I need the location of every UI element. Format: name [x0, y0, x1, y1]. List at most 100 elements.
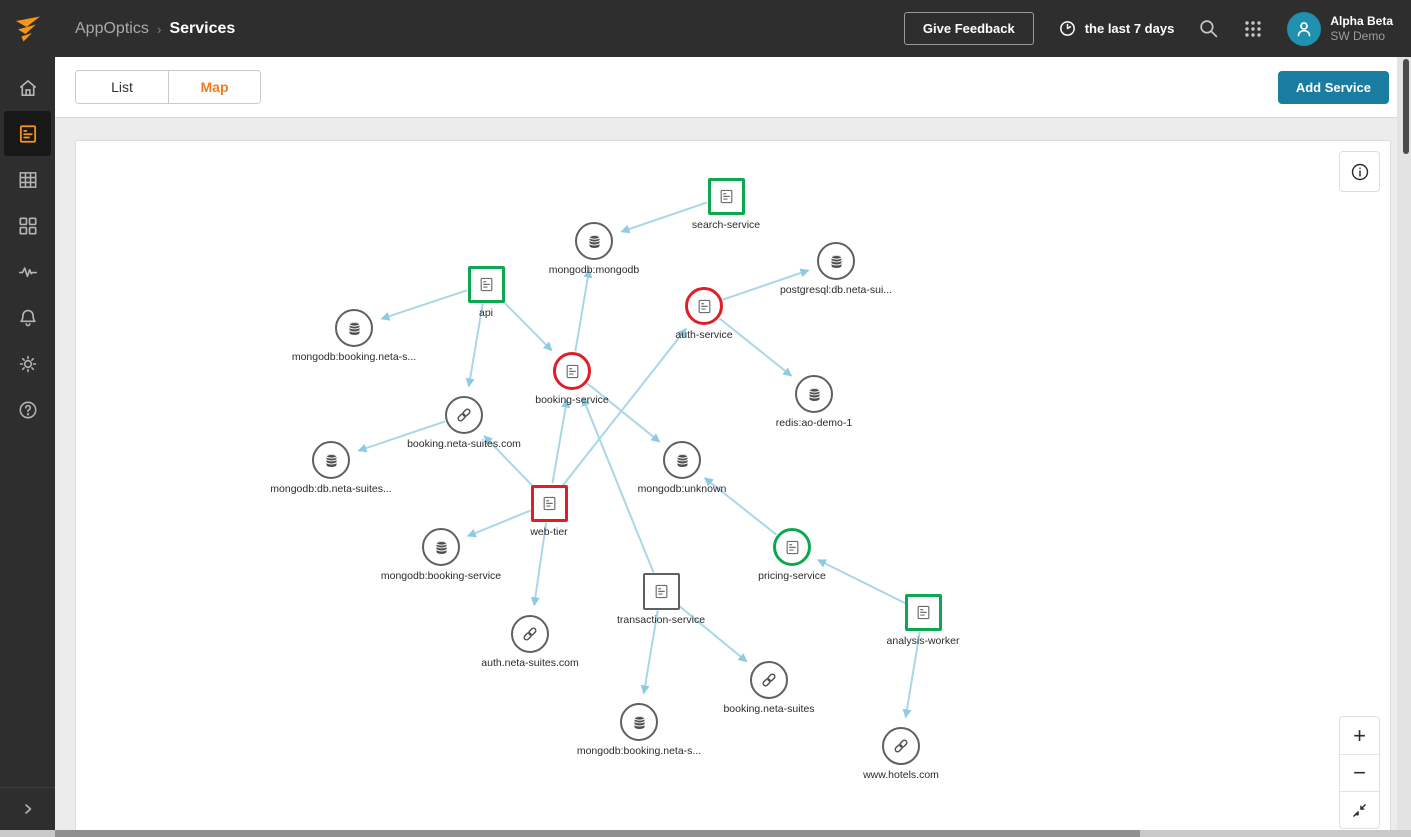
- nav-dashboards-icon[interactable]: [4, 203, 51, 248]
- map-node-label: mongodb:mongodb: [548, 264, 640, 276]
- map-node-label: www.hotels.com: [863, 769, 939, 781]
- map-edge-analysis-worker-to-www-hotels-com: [902, 631, 921, 719]
- map-node-web-tier[interactable]: [530, 484, 568, 522]
- horizontal-scrollbar[interactable]: [0, 830, 1411, 837]
- app-grid-icon[interactable]: [1243, 19, 1263, 39]
- view-toolbar: List Map Add Service: [55, 57, 1411, 118]
- map-edge-api-to-mongodb-booking-neta: [380, 289, 468, 321]
- service-icon: [653, 583, 670, 600]
- map-edge-transaction-service-to-booking-neta-suites: [675, 602, 748, 663]
- map-edge-web-tier-to-mongodb-booking-service: [466, 509, 531, 538]
- tab-list[interactable]: List: [76, 71, 168, 103]
- user-org: SW Demo: [1330, 28, 1385, 43]
- map-node-label: booking-service: [535, 394, 609, 406]
- breadcrumb-brand[interactable]: AppOptics: [75, 19, 149, 37]
- map-node-label: mongodb:booking-service: [380, 570, 502, 582]
- map-node-auth-service[interactable]: [685, 287, 723, 325]
- service-icon: [564, 363, 581, 380]
- link-icon: [760, 671, 778, 689]
- map-node-label: mongodb:booking.neta-s...: [576, 745, 702, 757]
- service-map-canvas[interactable]: search-service mongodb:mongodb postgresq…: [76, 141, 1390, 836]
- map-node-label: auth-service: [675, 329, 733, 341]
- database-icon: [631, 714, 648, 731]
- map-node-label: booking.neta-suites.com: [407, 438, 521, 450]
- nav-alerts-bell-icon[interactable]: [4, 295, 51, 340]
- map-node-search-service[interactable]: [707, 177, 745, 215]
- map-edge-api-to-booking-neta-suites-com: [465, 303, 484, 388]
- map-info-button[interactable]: [1339, 151, 1380, 192]
- service-icon: [541, 495, 558, 512]
- map-node-label: transaction-service: [616, 613, 706, 626]
- map-edge-analysis-worker-to-pricing-service: [817, 558, 906, 605]
- map-node-api[interactable]: [467, 265, 505, 303]
- zoom-out-button[interactable]: −: [1340, 754, 1379, 791]
- nav-help-icon[interactable]: [4, 387, 51, 432]
- map-node-postgresql-db[interactable]: [817, 242, 855, 280]
- map-node-mongodb-booking-service[interactable]: [422, 528, 460, 566]
- give-feedback-button[interactable]: Give Feedback: [903, 12, 1034, 45]
- map-node-mongodb-booking-neta-2[interactable]: [620, 703, 658, 741]
- nav-metrics-icon[interactable]: [4, 249, 51, 294]
- map-node-label: mongodb:db.neta-suites...: [270, 483, 392, 495]
- map-node-mongodb-unknown[interactable]: [663, 441, 701, 479]
- solarwinds-logo[interactable]: [0, 14, 55, 44]
- user-avatar-icon: [1287, 11, 1322, 46]
- collapse-fit-button[interactable]: [1340, 791, 1379, 828]
- map-node-label: analysis-worker: [886, 634, 960, 647]
- map-node-auth-neta-suites-com[interactable]: [511, 615, 549, 653]
- view-switcher: List Map: [75, 70, 261, 104]
- map-edge-transaction-service-to-booking-service: [581, 396, 655, 573]
- map-node-label: postgresql:db.neta-sui...: [779, 284, 893, 296]
- clock-icon: [1058, 19, 1077, 38]
- map-edge-web-tier-to-booking-service: [551, 398, 571, 484]
- time-range-picker[interactable]: the last 7 days: [1058, 19, 1175, 38]
- map-node-label: api: [478, 306, 494, 319]
- map-node-pricing-service[interactable]: [773, 528, 811, 566]
- database-icon: [586, 233, 603, 250]
- map-node-analysis-worker[interactable]: [904, 593, 942, 631]
- database-icon: [674, 452, 691, 469]
- map-node-mongodb-db-neta-suites[interactable]: [312, 441, 350, 479]
- service-icon: [718, 188, 735, 205]
- vertical-scrollbar[interactable]: [1397, 57, 1411, 830]
- service-map-card: search-service mongodb:mongodb postgresq…: [75, 140, 1391, 837]
- time-range-label: the last 7 days: [1084, 21, 1175, 36]
- map-edge-web-tier-to-auth-service: [560, 328, 687, 488]
- nav-hosts-icon[interactable]: [4, 157, 51, 202]
- nav-home-icon[interactable]: [4, 65, 51, 110]
- map-edge-auth-service-to-postgresql-db: [722, 268, 810, 301]
- map-node-booking-service[interactable]: [553, 352, 591, 390]
- zoom-in-button[interactable]: +: [1340, 717, 1379, 754]
- map-node-label: mongodb:unknown: [637, 483, 727, 495]
- database-icon: [323, 452, 340, 469]
- map-edge-api-to-booking-service: [499, 297, 553, 352]
- top-header: AppOptics › Services Give Feedback the l…: [0, 0, 1411, 57]
- link-icon: [455, 406, 473, 424]
- map-zoom-controls: + −: [1339, 716, 1380, 829]
- sidebar-expand-chevron-icon[interactable]: [0, 787, 55, 829]
- map-node-transaction-service[interactable]: [642, 572, 680, 610]
- map-node-redis-ao-demo-1[interactable]: [795, 375, 833, 413]
- map-node-label: search-service: [691, 218, 761, 231]
- tab-map[interactable]: Map: [168, 71, 260, 103]
- map-node-booking-neta-suites-com[interactable]: [445, 396, 483, 434]
- map-node-mongodb-mongodb[interactable]: [575, 222, 613, 260]
- map-edge-pricing-service-to-mongodb-unknown: [703, 477, 777, 536]
- nav-services-icon[interactable]: [4, 111, 51, 156]
- user-name: Alpha Beta: [1330, 13, 1393, 28]
- database-icon: [828, 253, 845, 270]
- nav-settings-gear-icon[interactable]: [4, 341, 51, 386]
- map-edge-web-tier-to-auth-neta-suites-com: [530, 522, 548, 607]
- map-edge-booking-service-to-mongodb-unknown: [586, 382, 661, 443]
- map-edge-auth-service-to-redis-ao-demo-1: [718, 317, 793, 377]
- map-node-booking-neta-suites[interactable]: [750, 661, 788, 699]
- database-icon: [806, 386, 823, 403]
- map-node-www-hotels-com[interactable]: [882, 727, 920, 765]
- user-menu[interactable]: Alpha Beta SW Demo: [1287, 11, 1393, 46]
- map-edge-booking-service-to-mongodb-mongodb: [574, 268, 593, 352]
- search-icon[interactable]: [1198, 18, 1219, 39]
- map-node-mongodb-booking-neta[interactable]: [335, 309, 373, 347]
- database-icon: [346, 320, 363, 337]
- map-edge-booking-neta-suites-com-to-mongodb-db-neta-suites: [357, 420, 446, 453]
- add-service-button[interactable]: Add Service: [1277, 70, 1389, 104]
